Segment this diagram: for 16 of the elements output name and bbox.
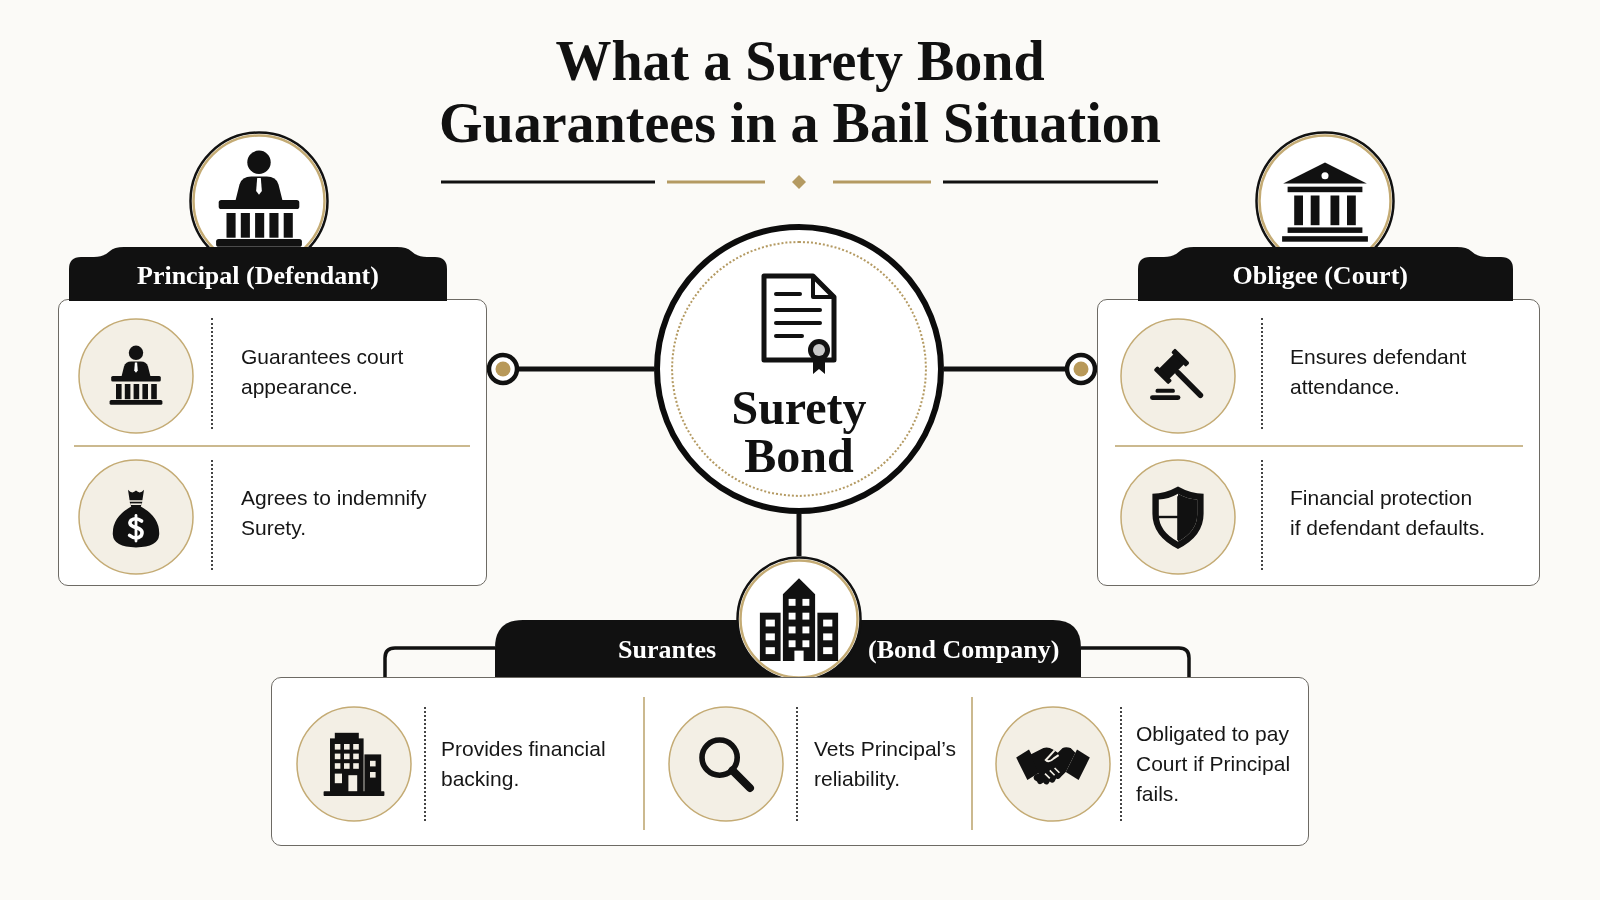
- description-text: Provides financial backing.: [441, 736, 607, 792]
- connector-line: [486, 352, 654, 386]
- panel-heading: Obligee (Court): [1232, 260, 1408, 292]
- title: What a Surety Bond Guarantees in a Bail Situation: [438, 30, 1162, 154]
- panel-heading: Surantes: [618, 634, 717, 666]
- description-text: Obligated to pay Court if Principal fails.: [1136, 721, 1292, 807]
- connector-line: [796, 514, 802, 556]
- description-text: Vets Principal’s reliability.: [814, 736, 958, 792]
- panel-heading: (Bond Company): [868, 634, 1060, 666]
- description-text: Agrees to indemnify Surety.: [241, 485, 428, 541]
- panel-heading: Principal (Defendant): [137, 260, 379, 292]
- bond-title: Surety Bond: [730, 384, 868, 480]
- description-text: Ensures defendant attendance.: [1290, 344, 1468, 400]
- description-text: Financial protection if defendant defaults.: [1290, 485, 1486, 541]
- connector-line: [944, 352, 1098, 386]
- description-text: Guarantees court appearance.: [241, 344, 405, 400]
